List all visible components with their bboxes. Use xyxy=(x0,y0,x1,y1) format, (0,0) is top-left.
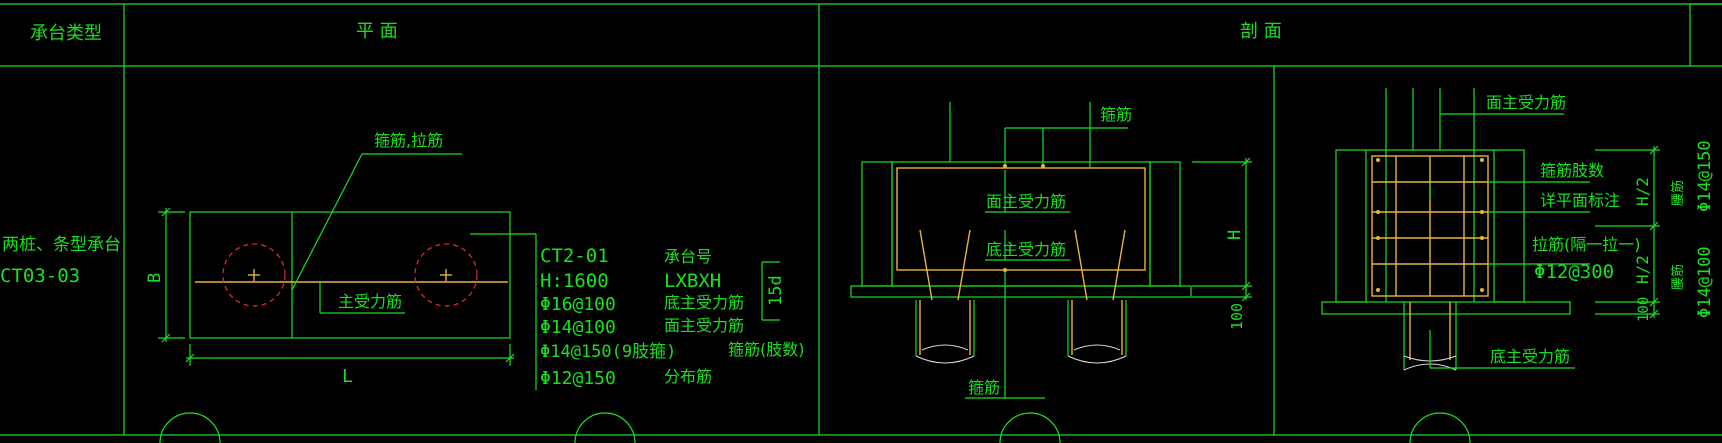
section1-view xyxy=(850,102,1252,399)
section2-dim-100: 100 xyxy=(1636,297,1652,322)
section2-label-stirrup-legs: 箍筋肢数 xyxy=(1540,161,1604,180)
spec-list: CT2-01 承台号 H:1600 LXBXH Φ16@100 底主受力筋 Φ1… xyxy=(540,245,805,389)
section2-view xyxy=(1321,88,1660,371)
spec-right-5: 分布筋 xyxy=(664,367,712,386)
section2-side-bar-upper: Φ14@150 xyxy=(1695,140,1715,212)
section1-label-stirrup-bottom: 箍筋 xyxy=(968,378,1000,397)
row-type-line2: CT03-03 xyxy=(0,265,80,287)
section2-dim-h2-upper: H/2 xyxy=(1633,177,1652,206)
spec-left-3: Φ14@100 xyxy=(540,317,616,338)
section1-dim-100: 100 xyxy=(1228,303,1246,330)
spec-left-1: H:1600 xyxy=(540,270,609,292)
plan-dim-l: L xyxy=(342,366,353,387)
section2-label-see-plan: 详平面标注 xyxy=(1540,191,1620,210)
plan-dim-b: B xyxy=(145,273,165,283)
section1-label-top-bar: 面主受力筋 xyxy=(986,192,1066,211)
header-section: 剖 面 xyxy=(1240,21,1282,42)
header-type: 承台类型 xyxy=(30,23,102,44)
section2-label-tie: 拉筋(隔一拉一) xyxy=(1532,235,1641,254)
section1-dim-h: H xyxy=(1225,230,1245,240)
section2-side-bar-label-lower: 腰筋 xyxy=(1670,264,1686,290)
row-type-line1: 两桩、条型承台 xyxy=(2,235,121,255)
section2-label-tie-spec: Φ12@300 xyxy=(1534,261,1614,283)
spec-left-4: Φ14@150(9肢箍) xyxy=(540,342,676,362)
section2-label-top-bar: 面主受力筋 xyxy=(1486,93,1566,112)
section1-label-stirrup-top: 箍筋 xyxy=(1100,105,1132,124)
section2-dim-h2-lower: H/2 xyxy=(1633,255,1652,284)
spec-right-0: 承台号 xyxy=(664,247,712,266)
spec-right-1: LXBXH xyxy=(664,270,721,292)
section2-side-bar-lower: Φ14@100 xyxy=(1695,246,1715,318)
section2-side-bar-label-upper: 腰筋 xyxy=(1670,180,1686,206)
spec-left-0: CT2-01 xyxy=(540,245,609,267)
spec-left-5: Φ12@150 xyxy=(540,368,616,389)
header-plan: 平 面 xyxy=(356,21,398,42)
spec-right-4: 箍筋(肢数) xyxy=(728,340,805,359)
spec-left-2: Φ16@100 xyxy=(540,294,616,315)
section1-label-bottom-bar: 底主受力筋 xyxy=(986,240,1066,259)
spec-right-3: 面主受力筋 xyxy=(664,316,744,335)
plan-label-main-bar: 主受力筋 xyxy=(338,292,402,311)
spec-right-2: 底主受力筋 xyxy=(664,293,744,312)
plan-view xyxy=(158,153,780,390)
plan-label-stirrup-tie: 箍筋,拉筋 xyxy=(374,131,443,150)
plan-dim-15d: 15d xyxy=(766,275,786,306)
section2-label-bottom-bar: 底主受力筋 xyxy=(1490,347,1570,366)
table-grid xyxy=(0,3,1722,443)
